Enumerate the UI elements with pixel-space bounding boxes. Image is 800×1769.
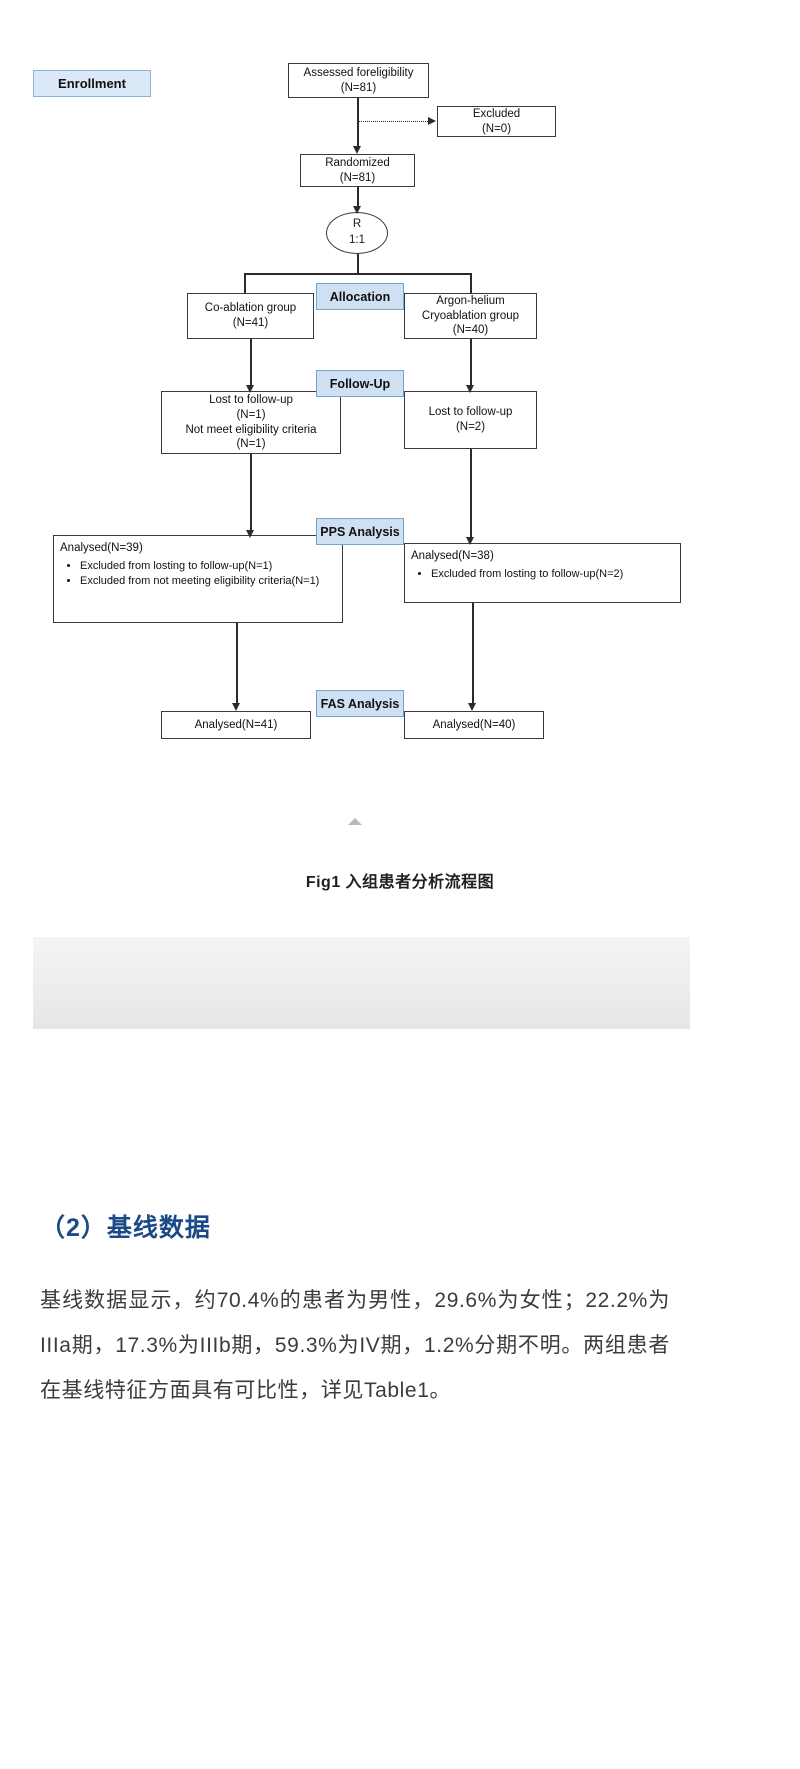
node-lost-left-line4: (N=1)	[236, 438, 266, 451]
connector-assessed-to-randomized	[357, 98, 359, 148]
section-heading: （2）基线数据	[40, 1214, 211, 1242]
arrowhead-lost-right	[466, 385, 474, 393]
node-argon-helium-cryoablation-group: Argon-helium Cryoablation group (N=40)	[404, 293, 537, 339]
node-excluded-line1: Excluded	[472, 107, 521, 120]
figure-caption: Fig1 入组患者分析流程图	[305, 874, 495, 891]
stage-label-fas: FAS Analysis	[320, 696, 400, 711]
node-lost-right-line2: (N=2)	[455, 421, 486, 433]
arrowhead-fas-right	[468, 703, 476, 711]
arrowhead-pps-right	[466, 537, 474, 545]
list-item: Excluded from not meeting eligibility cr…	[80, 574, 319, 588]
node-randomization-ratio: R 1:1	[326, 212, 388, 254]
node-assessed-line1: Assessed foreligibility	[303, 66, 414, 79]
stage-badge-fas-analysis: FAS Analysis	[316, 690, 404, 717]
connector-right-group-to-lost	[470, 339, 472, 387]
connector-bus-left-drop	[244, 273, 246, 293]
node-group-left-line2: (N=41)	[232, 317, 269, 329]
arrowhead-ratio	[353, 206, 361, 214]
node-randomized-line2: (N=81)	[339, 171, 376, 184]
node-randomized: Randomized (N=81)	[300, 154, 415, 187]
node-lost-right-line1: Lost to follow-up	[428, 406, 513, 419]
connector-bus-right-drop	[470, 273, 472, 293]
stage-label-pps: PPS Analysis	[320, 524, 400, 539]
triangle-up-icon[interactable]	[348, 818, 362, 825]
content-placeholder-block	[33, 937, 690, 1029]
stage-badge-enrollment: Enrollment	[33, 70, 151, 97]
node-lost-left-line3: Not meet eligibility criteria	[185, 423, 317, 436]
node-lost-followup-left: Lost to follow-up (N=1) Not meet eligibi…	[161, 391, 341, 454]
node-ratio-line2: 1:1	[349, 234, 365, 246]
arrowhead-fas-left	[232, 703, 240, 711]
node-pps-left-head: Analysed(N=39)	[60, 542, 143, 554]
node-ratio-line1: R	[352, 218, 362, 231]
node-co-ablation-group: Co-ablation group (N=41)	[187, 293, 314, 339]
node-lost-left-line1: Lost to follow-up	[209, 394, 293, 407]
node-excluded-line2: (N=0)	[481, 122, 512, 135]
stage-label-allocation: Allocation	[329, 289, 391, 304]
node-group-right-line2: Cryoablation group	[421, 309, 520, 322]
body-paragraph: 基线数据显示，约70.4%的患者为男性，29.6%为女性；22.2%为IIIa期…	[40, 1289, 670, 1403]
arrowhead-excluded	[428, 117, 436, 125]
node-fas-analysed-left: Analysed(N=41)	[161, 711, 311, 739]
connector-randomized-to-ratio	[357, 187, 359, 209]
node-pps-right-head: Analysed(N=38)	[411, 550, 494, 562]
node-fas-analysed-right: Analysed(N=40)	[404, 711, 544, 739]
node-lost-followup-right: Lost to follow-up (N=2)	[404, 391, 537, 449]
connector-to-excluded	[358, 121, 430, 122]
node-group-left-line1: Co-ablation group	[204, 302, 297, 315]
connector-pps-left-to-fas	[236, 623, 238, 705]
node-fas-right-line1: Analysed(N=40)	[432, 718, 516, 731]
node-lost-left-line2: (N=1)	[236, 408, 266, 421]
connector-pps-right-to-fas	[472, 603, 474, 705]
node-pps-analysed-left: Analysed(N=39) Excluded from losting to …	[53, 535, 343, 623]
arrowhead-lost-left	[246, 385, 254, 393]
stage-label-enrollment: Enrollment	[58, 76, 126, 91]
list-item: Excluded from losting to follow-up(N=2)	[431, 567, 623, 581]
node-excluded: Excluded (N=0)	[437, 106, 556, 137]
connector-lost-left-to-pps	[250, 454, 252, 532]
node-assessed-line2: (N=81)	[340, 81, 377, 94]
list-item: Excluded from losting to follow-up(N=1)	[80, 559, 319, 573]
stage-badge-pps-analysis: PPS Analysis	[316, 518, 404, 545]
node-pps-right-bullets: Excluded from losting to follow-up(N=2)	[411, 567, 623, 582]
node-pps-analysed-right: Analysed(N=38) Excluded from losting to …	[404, 543, 681, 603]
node-randomized-line1: Randomized	[325, 156, 390, 169]
connector-ratio-down	[357, 254, 359, 274]
connector-lost-right-to-pps	[470, 449, 472, 539]
stage-badge-followup: Follow-Up	[316, 370, 404, 397]
arrowhead-randomized	[353, 146, 361, 154]
consort-flow-diagram: Enrollment Assessed foreligibility (N=81…	[0, 0, 800, 860]
stage-badge-allocation: Allocation	[316, 283, 404, 310]
connector-left-group-to-lost	[250, 339, 252, 387]
node-fas-left-line1: Analysed(N=41)	[194, 718, 278, 731]
node-group-right-line3: (N=40)	[452, 324, 489, 337]
node-pps-left-bullets: Excluded from losting to follow-up(N=1) …	[60, 559, 319, 590]
connector-allocation-bus	[244, 273, 472, 275]
arrowhead-pps-left	[246, 530, 254, 538]
node-assessed-for-eligibility: Assessed foreligibility (N=81)	[288, 63, 429, 98]
node-group-right-line1: Argon-helium	[436, 294, 505, 307]
stage-label-followup: Follow-Up	[329, 376, 391, 391]
